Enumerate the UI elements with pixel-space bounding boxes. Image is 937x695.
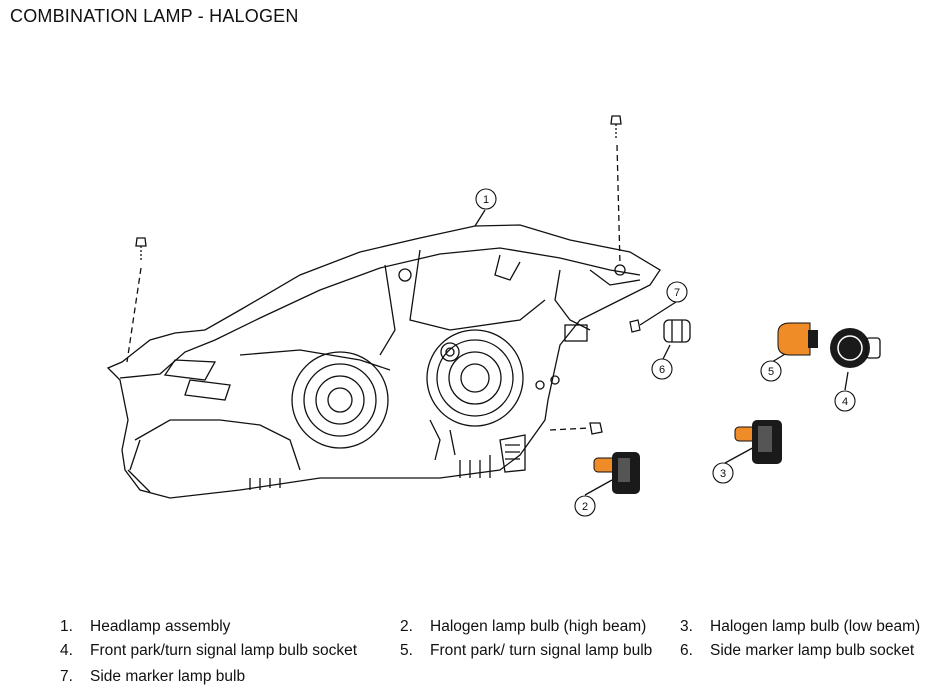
callout-4: 4 — [834, 390, 856, 412]
svg-text:5: 5 — [768, 366, 774, 378]
legend-item-5: 5.Front park/ turn signal lamp bulb — [400, 642, 653, 659]
park-turn-bulb — [777, 322, 818, 356]
callout-5: 5 — [760, 360, 782, 382]
callout-6: 6 — [651, 358, 673, 380]
high-beam-bulb — [593, 452, 640, 494]
svg-text:7: 7 — [674, 287, 680, 299]
svg-text:3: 3 — [720, 468, 726, 480]
mounting-bolt-left — [126, 237, 147, 363]
legend-item-7: 7.Side marker lamp bulb — [60, 668, 246, 685]
callout-7: 7 — [666, 281, 688, 303]
svg-text:2: 2 — [582, 501, 588, 513]
svg-text:4: 4 — [842, 396, 848, 408]
legend-item-6: 6.Side marker lamp bulb socket — [680, 642, 915, 659]
side-marker-bulb — [629, 319, 641, 333]
callout-3: 3 — [712, 462, 734, 484]
side-marker-socket — [663, 319, 691, 343]
callout-2: 2 — [574, 495, 596, 517]
screw-clip — [549, 422, 603, 435]
legend-item-1: 1.Headlamp assembly — [60, 618, 231, 635]
headlamp-assembly-drawing — [106, 224, 661, 499]
low-beam-bulb — [734, 420, 782, 464]
page-title: COMBINATION LAMP - HALOGEN — [10, 6, 299, 26]
svg-text:6: 6 — [659, 364, 665, 376]
svg-text:1: 1 — [483, 194, 489, 206]
mounting-bolt-right — [610, 115, 622, 266]
legend-item-3: 3.Halogen lamp bulb (low beam) — [680, 618, 921, 635]
legend-item-2: 2.Halogen lamp bulb (high beam) — [400, 618, 647, 635]
callout-1: 1 — [475, 188, 497, 210]
park-turn-socket — [830, 328, 881, 368]
legend-item-4: 4.Front park/turn signal lamp bulb socke… — [60, 642, 358, 659]
